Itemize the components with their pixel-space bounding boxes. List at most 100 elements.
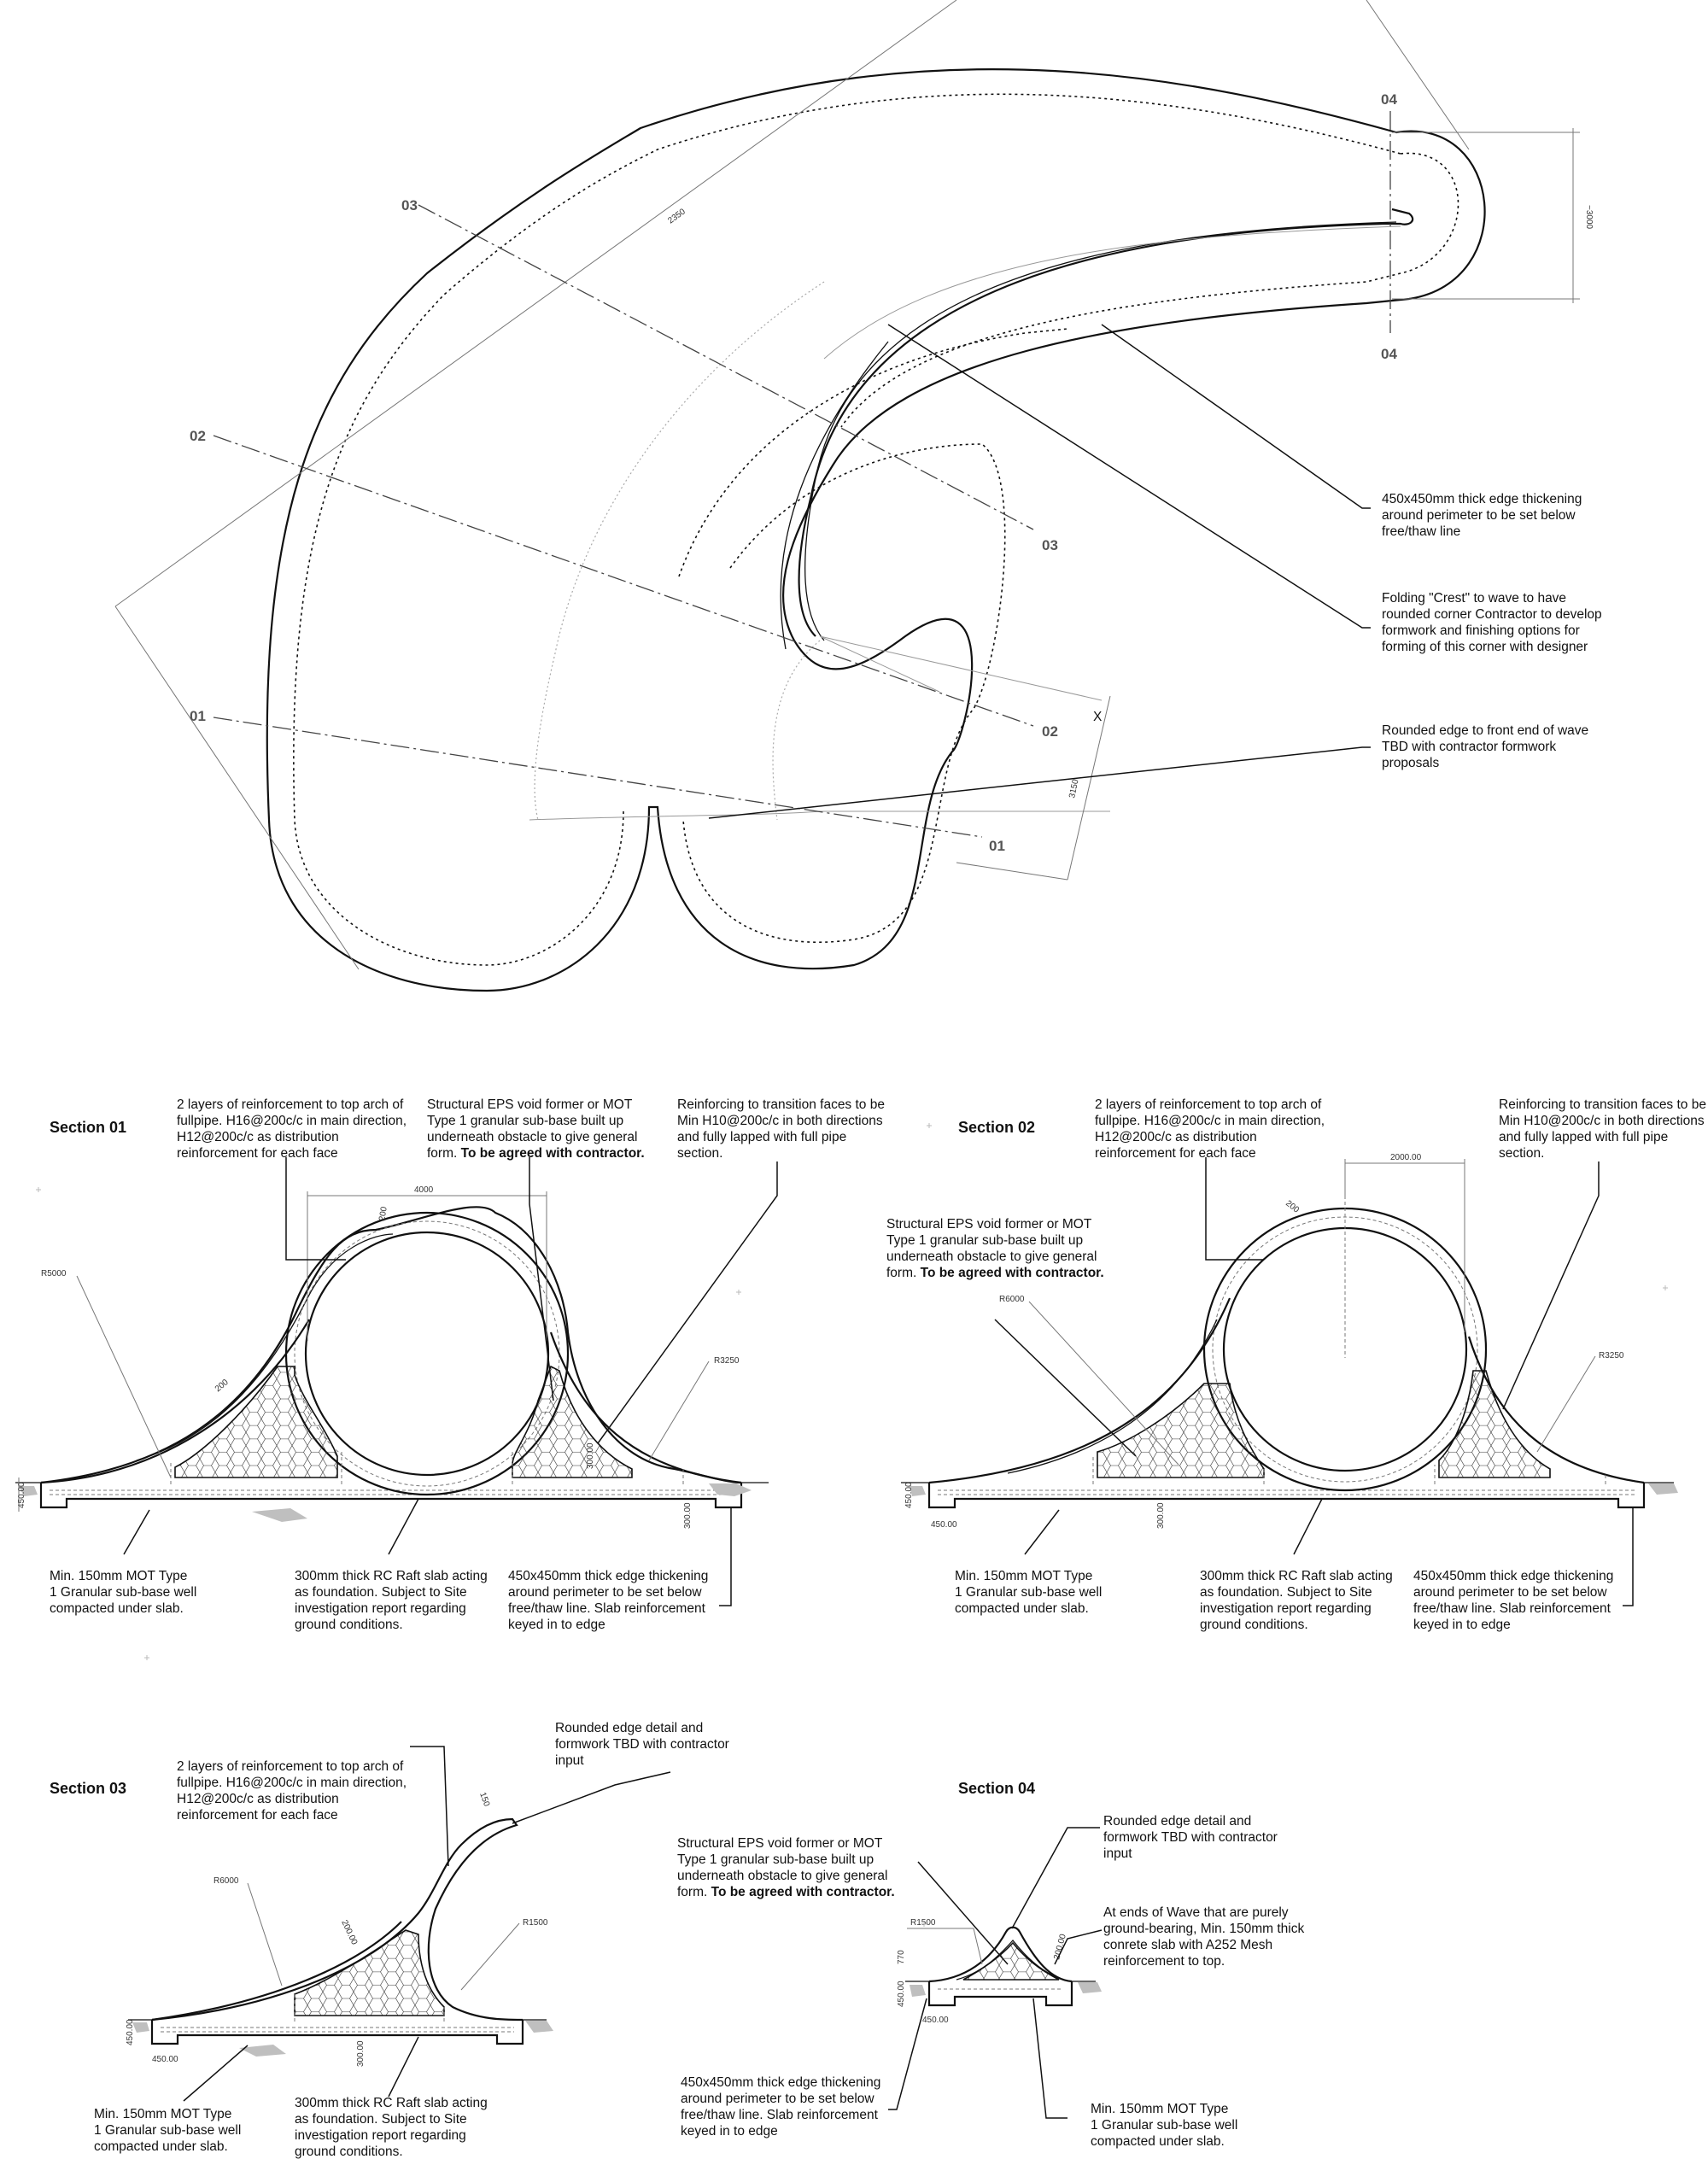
svg-text:formwork and finishing options: formwork and finishing options for <box>1382 623 1580 638</box>
svg-text:formwork TBD with contractor: formwork TBD with contractor <box>555 1737 729 1752</box>
s01-dim-4000-label: 4000 <box>414 1185 434 1195</box>
s02-dim-2000 <box>1344 1159 1465 1332</box>
section-03-title: Section 03 <box>50 1780 126 1797</box>
s01-dim-eps-h: 300.00 <box>586 1442 595 1469</box>
section-marker-04-top: 04 <box>1381 91 1397 108</box>
svg-text:underneath obstacle to give ge: underneath obstacle to give general <box>427 1130 637 1144</box>
svg-text:underneath obstacle to give ge: underneath obstacle to give general <box>677 1869 887 1883</box>
plan-dim-3000-label: ~3000 <box>1584 205 1594 230</box>
s01-dim-4000 <box>307 1191 547 1341</box>
svg-text:Min. 150mm MOT Type: Min. 150mm MOT Type <box>50 1569 187 1583</box>
s01-dim-200-top: 200 <box>377 1206 389 1222</box>
svg-text:450x450mm thick edge thickenin: 450x450mm thick edge thickening <box>681 2075 880 2090</box>
section-marker-04-bottom: 04 <box>1381 346 1397 362</box>
plan-dim-3000 <box>1392 128 1580 303</box>
plan-outer-outline <box>266 67 1486 992</box>
s04-leader-edge <box>888 1998 927 2110</box>
svg-text:fullpipe. H16@200c/c in main d: fullpipe. H16@200c/c in main direction, <box>1095 1114 1325 1128</box>
s04-leader-eps <box>917 1861 1009 1965</box>
s02-r-right: R3250 <box>1599 1351 1624 1360</box>
s04-ground-hatch <box>910 1982 1102 1997</box>
note-folding-crest: Folding "Crest" to wave to have rounded … <box>1382 591 1602 654</box>
svg-text:ground conditions.: ground conditions. <box>295 2145 403 2159</box>
svg-text:1 Granular sub-base well: 1 Granular sub-base well <box>50 1585 196 1600</box>
svg-text:1 Granular sub-base well: 1 Granular sub-base well <box>955 1585 1102 1600</box>
svg-text:compacted under slab.: compacted under slab. <box>955 1601 1089 1616</box>
section-line-01 <box>213 717 983 838</box>
plan-faint-x <box>819 635 1103 701</box>
svg-text:and fully lapped with full pip: and fully lapped with full pipe <box>1499 1130 1668 1144</box>
section-marker-01-left: 01 <box>190 708 206 724</box>
svg-text:Type 1 granular sub-base built: Type 1 granular sub-base built up <box>677 1852 874 1867</box>
s01-r-left-leader <box>76 1275 172 1478</box>
svg-text:Min. 150mm MOT Type: Min. 150mm MOT Type <box>1091 2102 1228 2116</box>
s01-profile-inner <box>136 1233 394 1461</box>
svg-text:and fully lapped with full pip: and fully lapped with full pipe <box>677 1130 846 1144</box>
svg-text:compacted under slab.: compacted under slab. <box>94 2139 228 2154</box>
s03-slab <box>150 2020 524 2045</box>
svg-text:Structural EPS void former or: Structural EPS void former or MOT <box>427 1097 633 1112</box>
svg-text:investigation report regarding: investigation report regarding <box>295 1601 466 1616</box>
s01-note-eps: Structural EPS void former or MOT Type 1… <box>427 1097 645 1161</box>
leader-edge-thickening <box>1101 324 1371 509</box>
s03-dim-edge: 450.00 <box>126 2019 135 2045</box>
s02-leader-subbase <box>1024 1509 1060 1555</box>
s02-note-transition: Reinforcing to transition faces to be Mi… <box>1499 1097 1706 1161</box>
s03-leader-raft <box>388 2036 419 2098</box>
s01-dim-edge: 450.00 <box>17 1482 26 1508</box>
plan-inner-offset <box>293 93 1459 966</box>
svg-text:forming of this corner with de: forming of this corner with designer <box>1382 640 1588 654</box>
note-rounded-front: Rounded edge to front end of wave TBD wi… <box>1382 723 1588 770</box>
plan-faint-line <box>529 810 1110 821</box>
svg-text:H12@200c/c as distribution: H12@200c/c as distribution <box>177 1130 339 1144</box>
svg-text:reinforcement for each face: reinforcement for each face <box>177 1146 338 1161</box>
s04-r-leader <box>907 1928 983 1965</box>
s01-note-reinforcement: 2 layers of reinforcement to top arch of… <box>177 1097 407 1161</box>
svg-text:reinforcement for each face: reinforcement for each face <box>1095 1146 1256 1161</box>
svg-text:Type 1 granular sub-base built: Type 1 granular sub-base built up <box>427 1114 623 1128</box>
section-marker-02-right: 02 <box>1042 723 1058 740</box>
svg-text:300mm thick RC Raft slab actin: 300mm thick RC Raft slab acting <box>1200 1569 1393 1583</box>
svg-text:reinforcement for each face: reinforcement for each face <box>177 1808 338 1823</box>
s04-leader-ground <box>1054 1929 1103 1965</box>
svg-text:around perimeter to be set bel: around perimeter to be set below <box>1413 1585 1607 1600</box>
s02-eps-left <box>1097 1383 1265 1478</box>
svg-text:fullpipe. H16@200c/c in main d: fullpipe. H16@200c/c in main direction, <box>177 1776 407 1790</box>
s03-ground-hatch <box>132 2021 553 2057</box>
s04-dim-h: 770 <box>897 1950 906 1964</box>
svg-text:1 Granular sub-base well: 1 Granular sub-base well <box>94 2123 241 2138</box>
svg-text:form. To be agreed with contra: form. To be agreed with contractor. <box>886 1266 1104 1280</box>
registration-marks <box>36 1123 1668 1927</box>
svg-text:form. To be agreed with contra: form. To be agreed with contractor. <box>677 1885 895 1899</box>
s03-center-mark <box>294 1994 445 2022</box>
s01-leader-edge <box>719 1507 732 1606</box>
svg-text:as foundation. Subject to Site: as foundation. Subject to Site <box>295 1585 467 1600</box>
svg-text:Min. 150mm MOT Type: Min. 150mm MOT Type <box>955 1569 1092 1583</box>
s03-leader-reinforcement <box>410 1746 449 1867</box>
s01-transition-right <box>549 1331 742 1484</box>
svg-text:form. To be agreed with contra: form. To be agreed with contractor. <box>427 1146 645 1161</box>
plan-crest-dotted <box>678 328 1068 577</box>
svg-text:2 layers of reinforcement to t: 2 layers of reinforcement to top arch of <box>177 1097 404 1112</box>
s03-note-subbase: Min. 150mm MOT Type 1 Granular sub-base … <box>94 2107 241 2154</box>
svg-text:input: input <box>555 1753 584 1768</box>
s03-note-reinforcement: 2 layers of reinforcement to top arch of… <box>177 1759 407 1823</box>
svg-text:Rounded edge detail and: Rounded edge detail and <box>1103 1814 1251 1829</box>
s02-note-raft: 300mm thick RC Raft slab acting as found… <box>1200 1569 1393 1632</box>
s04-dim-edge-w: 450.00 <box>922 2016 949 2025</box>
s02-r-right-leader <box>1536 1355 1596 1453</box>
plan-crest-fold <box>780 221 1397 650</box>
s02-dim-edge-w: 450.00 <box>931 1520 957 1530</box>
s04-slab <box>927 1981 1073 2007</box>
plan-faint-curve-c <box>772 640 821 821</box>
s02-leader-transition <box>1502 1161 1600 1410</box>
svg-text:section.: section. <box>1499 1146 1544 1161</box>
s02-dim-200: 200 <box>1284 1199 1301 1215</box>
svg-text:Type 1 granular sub-base built: Type 1 granular sub-base built up <box>886 1233 1083 1248</box>
svg-text:Reinforcing to transition face: Reinforcing to transition faces to be <box>1499 1097 1706 1112</box>
s02-dim-slab: 300.00 <box>1156 1502 1166 1529</box>
s03-slab-inner <box>161 2027 514 2033</box>
s01-note-subbase: Min. 150mm MOT Type 1 Granular sub-base … <box>50 1569 196 1616</box>
section-marker-03-left: 03 <box>401 197 418 214</box>
